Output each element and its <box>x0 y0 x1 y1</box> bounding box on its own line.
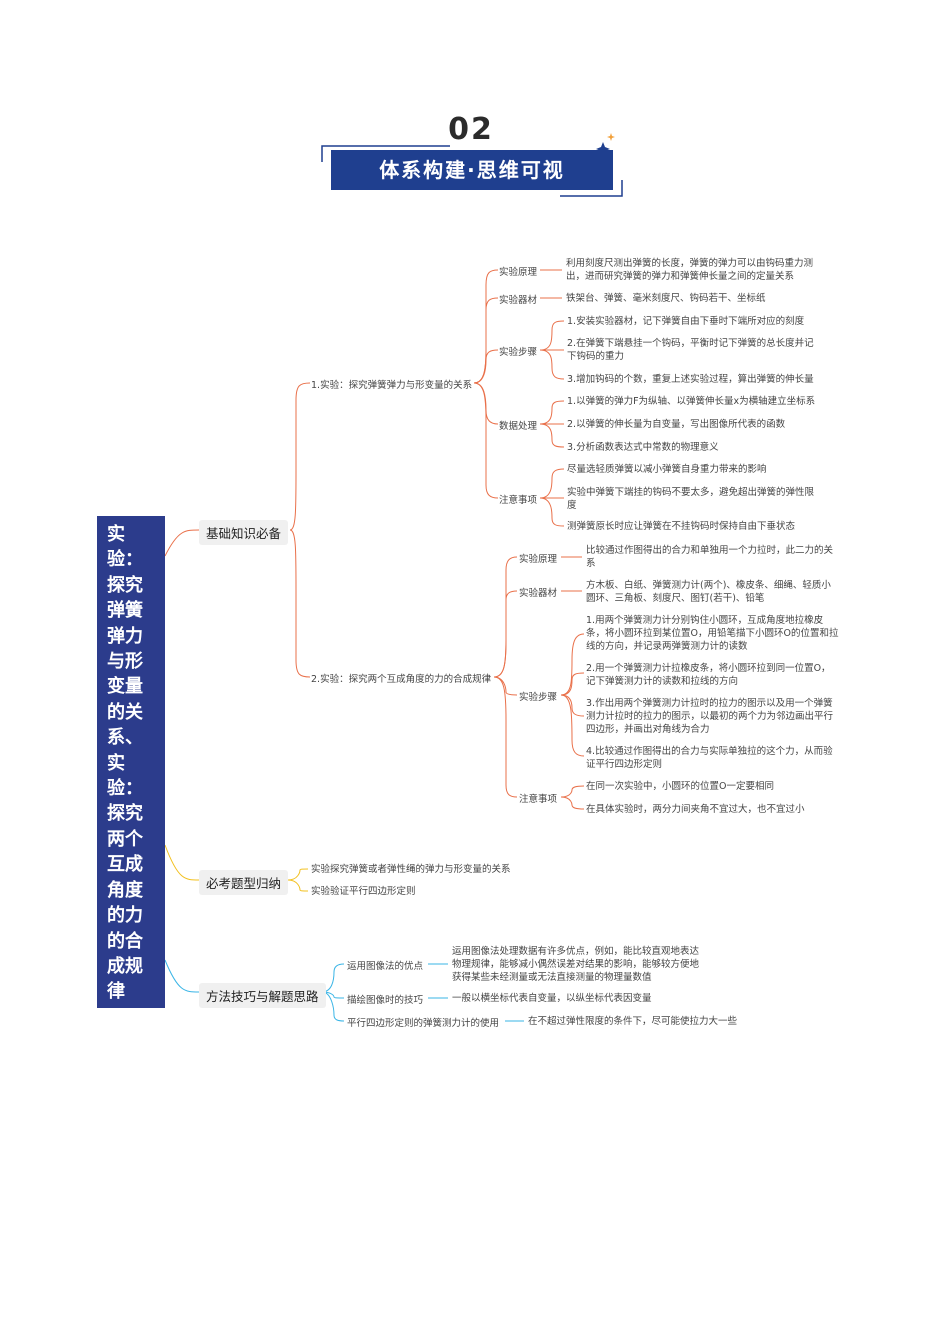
section-banner: 体系构建·思维可视 <box>331 150 613 190</box>
exp1-step-1: 1.安装实验器材，记下弹簧自由下垂时下端所对应的刻度 <box>567 316 805 327</box>
method-item-1-label[interactable]: 运用图像法的优点 <box>347 961 424 972</box>
exp2-step-3: 3.作出用两个弹簧测力计拉时的拉力的图示以及用一个弹簧测力计拉时的拉力的图示，以… <box>586 698 834 735</box>
exp1-data-label[interactable]: 数据处理 <box>499 421 538 432</box>
exp1-note-2: 实验中弹簧下端挂的钩码不要太多，避免超出弹簧的弹性限度 <box>567 487 815 511</box>
node-exp1[interactable]: 1.实验：探究弹簧弹力与形变量的关系 <box>311 380 473 391</box>
exp2-note-1: 在同一次实验中，小圆环的位置O一定要相同 <box>586 781 774 792</box>
root-node[interactable]: 实验：探究弹簧弹力与形变量的关系、实验：探究两个互成角度的力的合成规律 <box>97 516 165 1008</box>
exp1-step-3: 3.增加钩码的个数，重复上述实验过程，算出弹簧的伸长量 <box>567 374 814 385</box>
wire-root-exam <box>164 844 200 881</box>
exp2-note-2: 在具体实验时，两分力间夹角不宜过大，也不宜过小 <box>586 804 805 815</box>
method-item-3-label[interactable]: 平行四边形定则的弹簧测力计的使用 <box>347 1018 500 1029</box>
exp1-principle-label[interactable]: 实验原理 <box>499 267 538 278</box>
method-item-1-detail: 运用图像法处理数据有许多优点，例如，能比较直观地表达物理规律，能够减小偶然误差对… <box>452 946 700 983</box>
exp1-notes-label[interactable]: 注意事项 <box>499 495 538 506</box>
exp1-equipment-text: 铁架台、弹簧、毫米刻度尺、钩码若干、坐标纸 <box>566 293 766 304</box>
method-item-2-detail: 一般以横坐标代表自变量，以纵坐标代表因变量 <box>452 993 652 1004</box>
exp2-steps-label[interactable]: 实验步骤 <box>519 692 558 703</box>
exam-item-2[interactable]: 实验验证平行四边形定则 <box>311 886 416 897</box>
exp1-steps-label[interactable]: 实验步骤 <box>499 347 538 358</box>
wire-basic-exp1 <box>289 382 311 531</box>
exp1-note-3: 测弹簧原长时应让弹簧在不挂钩码时保持自由下垂状态 <box>567 521 796 532</box>
section-number: 02 <box>448 112 494 147</box>
exp1-equipment-label[interactable]: 实验器材 <box>499 295 538 306</box>
method-item-2-label[interactable]: 描绘图像时的技巧 <box>347 995 424 1006</box>
wire-root-method <box>164 959 200 993</box>
method-item-3-detail: 在不超过弹性限度的条件下，尽可能使拉力大一些 <box>528 1016 738 1027</box>
exp2-equipment-text: 方木板、白纸、弹簧测力计(两个)、橡皮条、细绳、轻质小圆环、三角板、刻度尺、图钉… <box>586 580 831 604</box>
banner-frame-top <box>321 145 450 162</box>
branch-exam-types[interactable]: 必考题型归纳 <box>199 870 289 895</box>
exp2-notes-label[interactable]: 注意事项 <box>519 794 558 805</box>
exp2-step-2: 2.用一个弹簧测力计拉橡皮条，将小圆环拉到同一位置O，记下弹簧测力计的读数和拉线… <box>586 663 831 687</box>
exp1-data-2: 2.以弹簧的伸长量为自变量，写出图像所代表的函数 <box>567 419 786 430</box>
node-exp2[interactable]: 2.实验：探究两个互成角度的力的合成规律 <box>311 674 492 685</box>
sparkle-icon <box>596 133 615 156</box>
exam-item-1[interactable]: 实验探究弹簧或者弹性绳的弹力与形变量的关系 <box>311 864 511 875</box>
branch-basic-knowledge[interactable]: 基础知识必备 <box>199 520 289 545</box>
exp2-step-4: 4.比较通过作图得出的合力与实际单独拉的这个力，从而验证平行四边形定则 <box>586 746 833 770</box>
exp2-equipment-label[interactable]: 实验器材 <box>519 588 558 599</box>
branch-methods[interactable]: 方法技巧与解题思路 <box>199 983 326 1008</box>
exp1-note-1: 尽量选轻质弹簧以减小弹簧自身重力带来的影响 <box>567 464 767 475</box>
exp1-data-1: 1.以弹簧的弹力F为纵轴、以弹簧伸长量x为横轴建立坐标系 <box>567 396 816 407</box>
exp2-principle-text: 比较通过作图得出的合力和单独用一个力拉时，此二力的关系 <box>586 545 834 569</box>
exp2-principle-label[interactable]: 实验原理 <box>519 554 558 565</box>
exp1-data-3: 3.分析函数表达式中常数的物理意义 <box>567 442 719 453</box>
banner-frame-bottom <box>560 180 623 197</box>
exp1-step-2: 2.在弹簧下端悬挂一个钩码，平衡时记下弹簧的总长度并记下钩码的重力 <box>567 338 814 362</box>
wire-basic-exp2 <box>289 529 311 678</box>
exp1-principle-text: 利用刻度尺测出弹簧的长度，弹簧的弹力可以由钩码重力测出，进而研究弹簧的弹力和弹簧… <box>566 258 814 282</box>
wire-root-basic <box>164 529 200 557</box>
exp2-step-1: 1.用两个弹簧测力计分别钩住小圆环，互成角度地拉橡皮条，将小圆环拉到某位置O，用… <box>586 615 839 652</box>
